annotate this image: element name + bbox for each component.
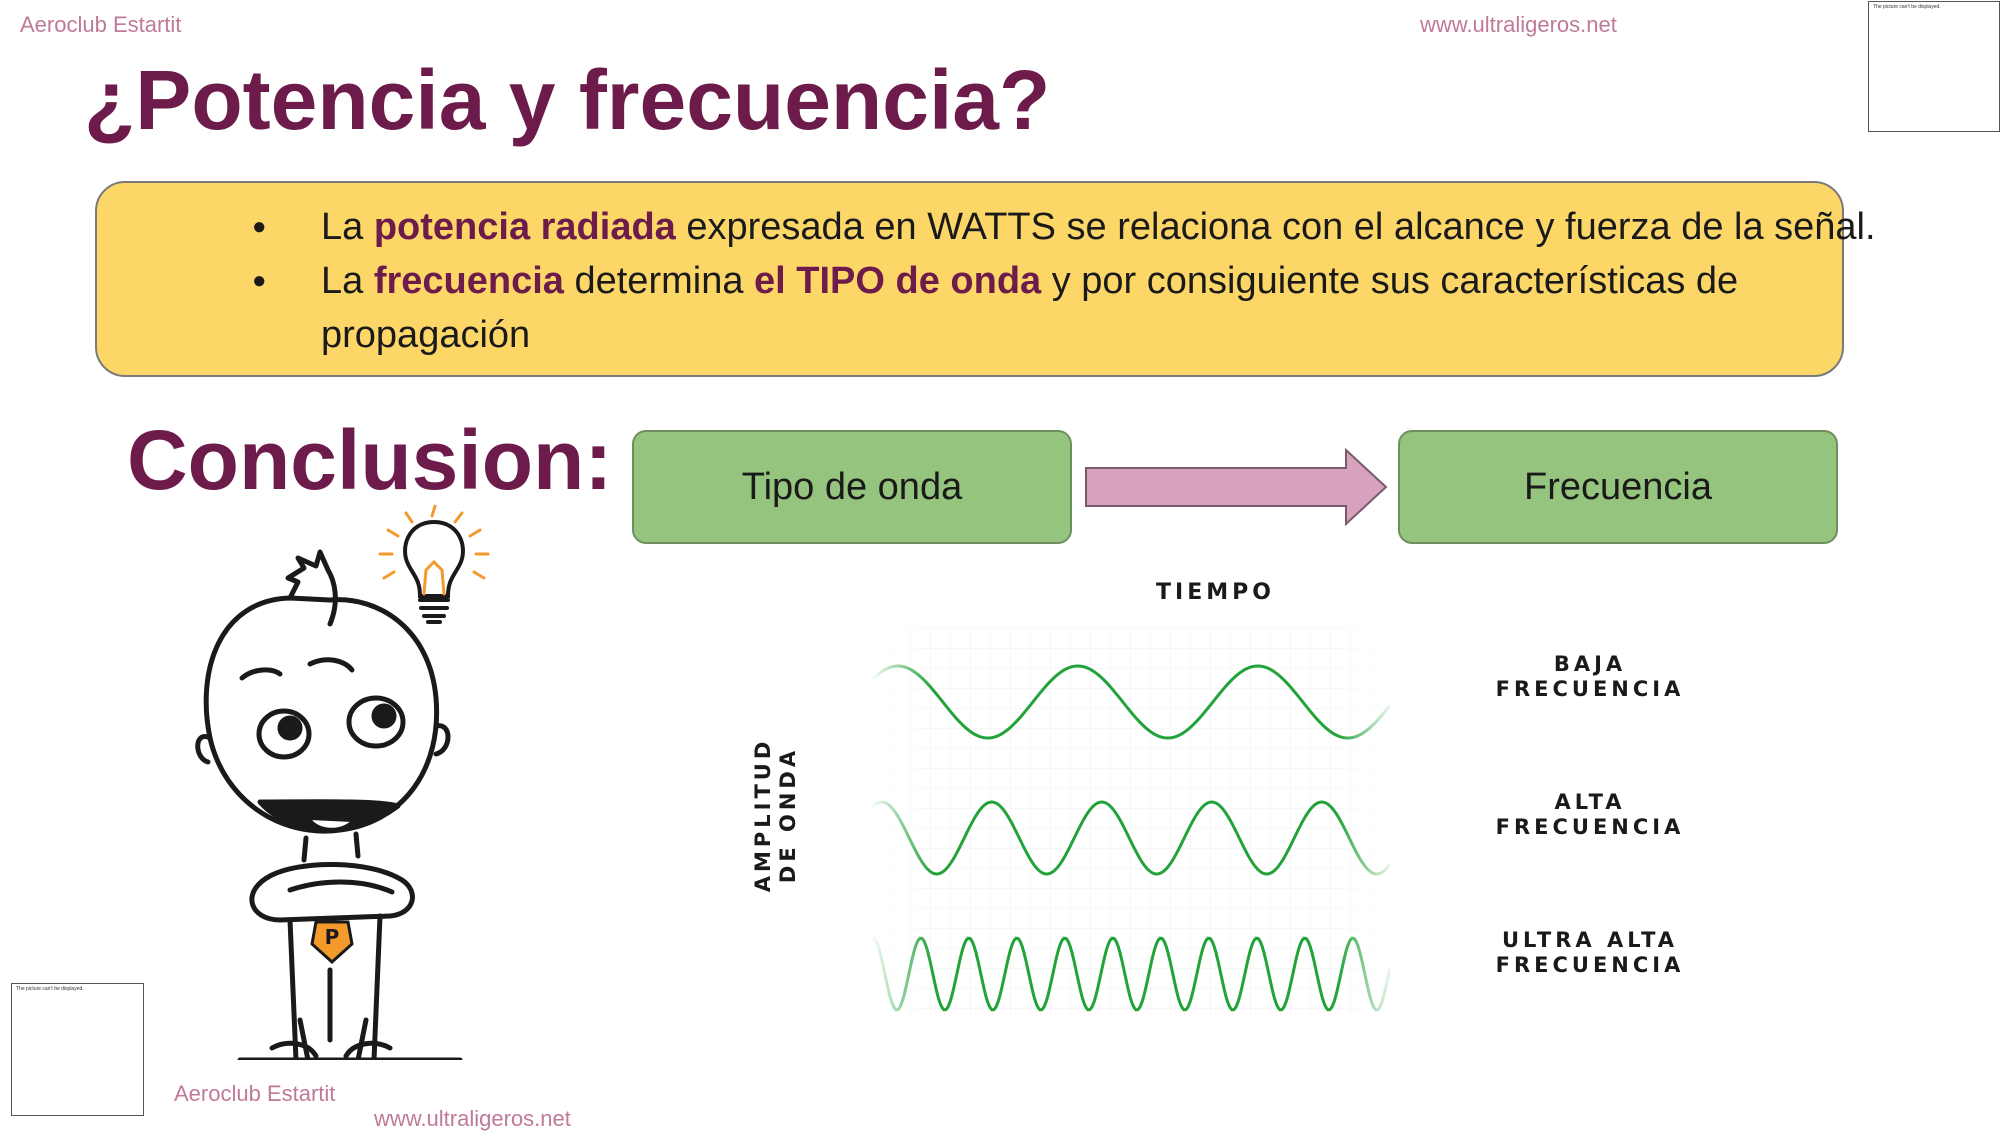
frecuencia-box: Frecuencia bbox=[1398, 430, 1838, 544]
thinking-character-illustration: P bbox=[195, 504, 490, 1060]
broken-image-placeholder-bottom: The picture can't be displayed. bbox=[11, 983, 144, 1116]
broken-image-caption: The picture can't be displayed. bbox=[1873, 4, 1941, 10]
bullet-frecuencia-continued: propagación bbox=[321, 314, 531, 356]
bullet-marker: ● bbox=[252, 213, 267, 240]
character-body bbox=[237, 831, 463, 1060]
tie-letter: P bbox=[325, 925, 340, 949]
character-head bbox=[195, 549, 451, 834]
broken-image-placeholder-top: The picture can't be displayed. bbox=[1868, 1, 2000, 132]
amplitud-label: AMPLITUD DE ONDA bbox=[751, 737, 800, 893]
right-arrow-icon bbox=[1085, 447, 1388, 527]
footer-website[interactable]: www.ultraligeros.net bbox=[374, 1106, 571, 1131]
tie-icon: P bbox=[310, 920, 354, 965]
slide-title: ¿Potencia y frecuencia? bbox=[84, 53, 1051, 147]
bullet-marker: ● bbox=[252, 267, 267, 294]
footer-club-name: Aeroclub Estartit bbox=[174, 1081, 336, 1106]
bullet-box: ● La potencia radiada expresada en WATTS… bbox=[95, 181, 1876, 377]
header-website[interactable]: www.ultraligeros.net bbox=[1420, 12, 1617, 37]
wave-diagram: TIEMPO AMPLITUD DE ONDA BAJA FRECUENCIA … bbox=[751, 568, 1680, 1028]
wave-grid bbox=[870, 628, 1390, 1018]
tiempo-label: TIEMPO bbox=[1156, 580, 1275, 605]
baja-frecuencia-label: BAJA FRECUENCIA bbox=[1495, 652, 1685, 701]
bullet-frecuencia: La frecuencia determina el TIPO de onda … bbox=[321, 260, 1739, 302]
broken-image-caption: The picture can't be displayed. bbox=[16, 986, 84, 992]
alta-frecuencia-label: ALTA FRECUENCIA bbox=[1495, 790, 1685, 839]
bullet-potencia: La potencia radiada expresada en WATTS s… bbox=[321, 206, 1876, 248]
header-club-name: Aeroclub Estartit bbox=[20, 12, 182, 37]
lightbulb-icon bbox=[378, 504, 490, 624]
ultra-alta-frecuencia-label: ULTRA ALTA FRECUENCIA bbox=[1495, 928, 1685, 977]
tipo-de-onda-box: Tipo de onda bbox=[632, 430, 1072, 544]
conclusion-heading: Conclusion: bbox=[127, 413, 613, 507]
